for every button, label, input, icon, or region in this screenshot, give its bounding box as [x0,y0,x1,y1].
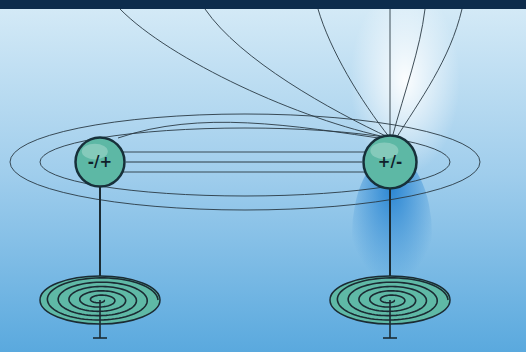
polarity-label: +/- [378,153,402,171]
charge-circle: -/+ [74,136,126,188]
coil-winding [47,278,158,320]
feed-lines [100,180,390,300]
coil-winding [337,278,448,320]
field-line [126,162,362,163]
charge-circle: +/- [362,134,418,190]
spiral-coils [40,276,450,324]
field-lines [10,9,480,210]
ground-symbols [93,300,397,338]
top-bar [0,0,526,9]
polarity-label: -/+ [88,153,112,171]
